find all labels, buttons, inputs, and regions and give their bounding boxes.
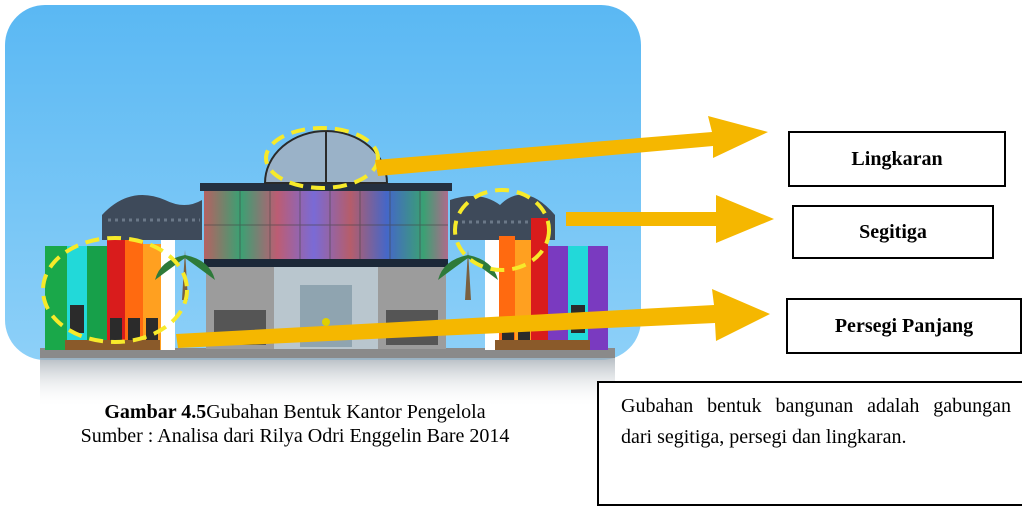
arrow-right-icon (375, 116, 768, 176)
dashed-ellipse-highlight (453, 188, 551, 272)
label-segitiga: Segitiga (792, 205, 994, 259)
label-segitiga-text: Segitiga (859, 220, 927, 243)
figure-source: Sumber : Analisa dari Rilya Odri Enggeli… (80, 425, 510, 447)
caption-title-line: Gambar 4.5Gubahan Bentuk Kantor Pengelol… (0, 400, 590, 424)
description-box: Gubahan bentuk bangunan adalah gabungan … (597, 381, 1022, 506)
figure-title: Gubahan Bentuk Kantor Pengelola (206, 401, 486, 423)
figure-caption: Gambar 4.5Gubahan Bentuk Kantor Pengelol… (0, 400, 590, 448)
description-text: Gubahan bentuk bangunan adalah gabungan … (621, 395, 1011, 448)
building-illustration (40, 130, 615, 408)
dashed-ellipse-highlight (264, 126, 380, 190)
label-persegi-panjang-text: Persegi Panjang (834, 314, 974, 337)
figure-number: Gambar 4.5 (104, 401, 207, 423)
dashed-ellipse-highlight (41, 236, 189, 344)
arrow-right-icon (566, 195, 774, 243)
label-lingkaran-text: Lingkaran (851, 147, 943, 170)
label-lingkaran: Lingkaran (788, 131, 1006, 187)
arrow-right-icon (176, 289, 770, 348)
label-persegi-panjang: Persegi Panjang (786, 298, 1022, 354)
